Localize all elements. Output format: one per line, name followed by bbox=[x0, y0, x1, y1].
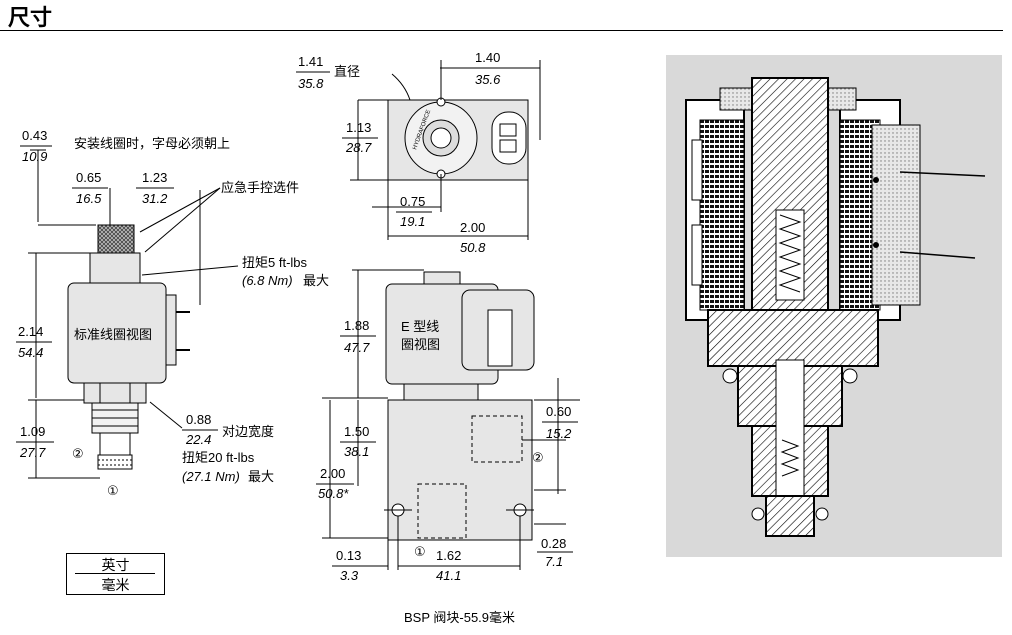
dim-hole-in: 0.28 bbox=[541, 536, 566, 551]
dim-total-in: 2.00 bbox=[320, 466, 345, 481]
legend-inches: 英寸 bbox=[101, 557, 130, 573]
dim-holes-in: 1.62 bbox=[436, 548, 461, 563]
coil-terminal-block bbox=[165, 294, 177, 366]
dim-total-mm: 50.8* bbox=[318, 486, 349, 501]
torque1-max: 最大 bbox=[303, 273, 329, 288]
front-port-2: ② bbox=[532, 450, 544, 465]
dim-depth-mm: 28.7 bbox=[345, 140, 372, 155]
override-label: 应急手控选件 bbox=[221, 180, 299, 195]
legend-mm: 毫米 bbox=[101, 577, 130, 593]
dim-width-in: 1.40 bbox=[475, 50, 500, 65]
torque2-value: (27.1 Nm) bbox=[182, 469, 240, 484]
dim-coil-mm: 47.7 bbox=[344, 340, 370, 355]
dim-port-in: 0.60 bbox=[546, 404, 571, 419]
dim-edge-mm: 3.3 bbox=[340, 568, 359, 583]
front-view-caption: BSP 阀块-55.9毫米 bbox=[404, 610, 516, 625]
dim-offset2-in: 0.75 bbox=[400, 194, 425, 209]
page-title: 尺寸 bbox=[8, 5, 53, 30]
mounting-note: 安装线圈时，字母必须朝上 bbox=[74, 136, 230, 151]
front-view: E 型线 圈视图 1.88 47.7 1.50 38.1 2.00 50.8* … bbox=[316, 269, 580, 583]
dim-cartridge-in: 1.09 bbox=[20, 424, 45, 439]
torque1-value: (6.8 Nm) bbox=[242, 273, 293, 288]
dim-edge-in: 0.13 bbox=[336, 548, 361, 563]
dim-holes-mm: 41.1 bbox=[436, 568, 461, 583]
dim-height-in: 2.14 bbox=[18, 324, 43, 339]
dim-height-mm: 54.4 bbox=[18, 345, 43, 360]
port-1-label: ① bbox=[107, 483, 119, 498]
dim-width-mm: 35.6 bbox=[475, 72, 501, 87]
dim-offset2-mm: 19.1 bbox=[400, 214, 425, 229]
dim-hex-in: 0.88 bbox=[186, 412, 211, 427]
torque2-max: 最大 bbox=[248, 469, 274, 484]
dim-bodywidth-in: 2.00 bbox=[460, 220, 485, 235]
diameter-label: 直径 bbox=[334, 64, 360, 79]
front-port-1: ① bbox=[414, 544, 426, 559]
dim-knob-in: 0.65 bbox=[76, 170, 101, 185]
torque1-label: 扭矩5 ft-lbs bbox=[242, 255, 308, 270]
hex-label: 对边宽度 bbox=[222, 424, 274, 439]
side-view: 0.43 10.9 安装线圈时，字母必须朝上 0.65 16.5 1.23 31… bbox=[16, 128, 329, 498]
dim-port-mm: 15.2 bbox=[546, 426, 572, 441]
e-coil-label-2: 圈视图 bbox=[401, 337, 440, 352]
manual-override-knob bbox=[97, 224, 135, 254]
dim-hex-mm: 22.4 bbox=[185, 432, 211, 447]
dim-hole-mm: 7.1 bbox=[545, 554, 563, 569]
dim-block-in: 1.50 bbox=[344, 424, 369, 439]
cross-section-illustration bbox=[666, 55, 1002, 557]
connector bbox=[491, 111, 527, 165]
title-rule bbox=[0, 30, 1003, 31]
dim-cartridge-mm: 27.7 bbox=[19, 445, 46, 460]
standard-coil-label: 标准线圈视图 bbox=[74, 327, 152, 342]
dim-override-mm: 10.9 bbox=[22, 149, 47, 164]
dim-offset-in: 1.23 bbox=[142, 170, 167, 185]
units-legend: 英寸 毫米 bbox=[66, 553, 165, 595]
port-2-label: ② bbox=[72, 446, 84, 461]
dim-knob-mm: 16.5 bbox=[76, 191, 102, 206]
hex-body bbox=[83, 382, 147, 404]
dim-override-in: 0.43 bbox=[22, 128, 47, 143]
dim-depth-in: 1.13 bbox=[346, 120, 371, 135]
dim-block-mm: 38.1 bbox=[344, 444, 369, 459]
valve-block bbox=[387, 399, 533, 541]
dim-diameter-in: 1.41 bbox=[298, 54, 323, 69]
dim-bodywidth-mm: 50.8 bbox=[460, 240, 486, 255]
dim-offset-mm: 31.2 bbox=[142, 191, 168, 206]
dim-diameter-mm: 35.8 bbox=[298, 76, 324, 91]
top-view: HYDRAFORCE 1.41 35.8 直径 1.40 35.6 1.13 2… bbox=[296, 50, 541, 255]
coil-nut bbox=[89, 252, 141, 284]
dim-coil-in: 1.88 bbox=[344, 318, 369, 333]
e-coil-label-1: E 型线 bbox=[401, 319, 439, 334]
torque2-label: 扭矩20 ft-lbs bbox=[182, 450, 255, 465]
legend-divider bbox=[75, 573, 155, 574]
